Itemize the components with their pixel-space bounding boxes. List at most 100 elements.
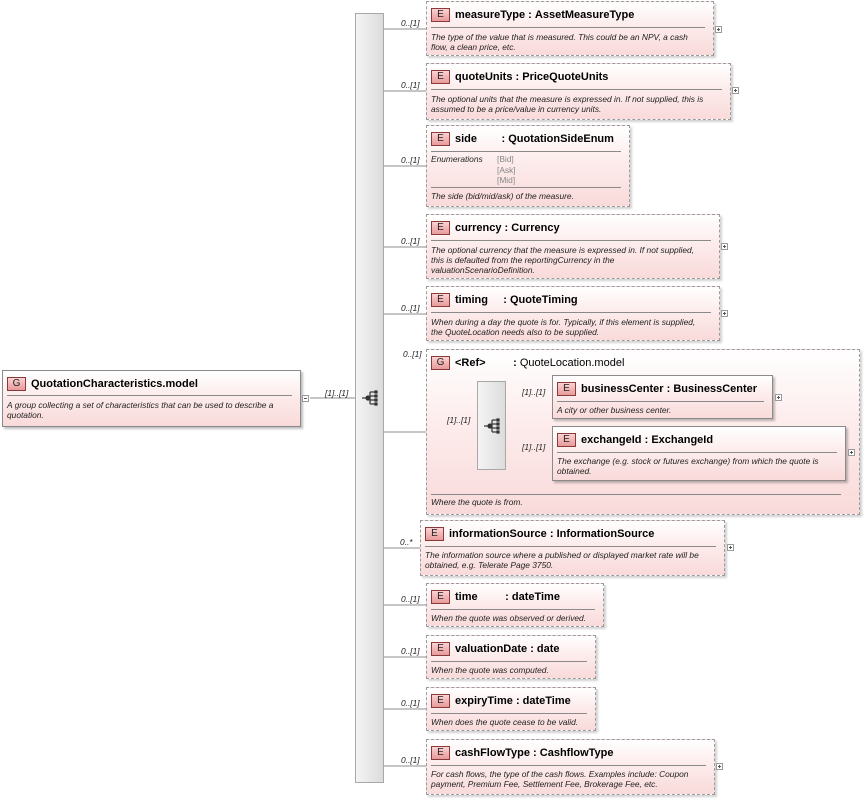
divider [431, 27, 705, 28]
group-type: QuoteLocation.model [519, 356, 625, 369]
element-badge: E [557, 432, 576, 447]
element-type: PriceQuoteUnits [522, 70, 609, 83]
expand-icon[interactable] [715, 26, 722, 33]
time-cardinality: 0..[1] [401, 594, 420, 604]
information-source-cardinality: 0..* [400, 537, 413, 547]
currency-cardinality: 0..[1] [401, 236, 420, 246]
expand-icon[interactable] [732, 87, 739, 94]
element-description: For cash flows, the type of the cash flo… [431, 769, 689, 789]
element-description: When the quote was computed. [431, 665, 549, 675]
element-type: dateTime [511, 590, 560, 603]
element-badge: E [431, 292, 450, 307]
element-name: measureType [455, 8, 526, 21]
enum-value: [Mid] [497, 175, 516, 185]
element-type: dateTime [522, 694, 571, 707]
expand-icon[interactable] [727, 544, 734, 551]
measure-type-cardinality: 0..[1] [401, 18, 420, 28]
element-type: InformationSource [556, 527, 655, 540]
element-badge: E [431, 641, 450, 656]
element-name: informationSource [449, 527, 547, 540]
group-description: Where the quote is from. [431, 497, 523, 507]
element-description: The optional units that the measure is e… [431, 94, 704, 114]
root-group-name: QuotationCharacteristics.model [31, 377, 198, 390]
divider [431, 713, 587, 714]
quote-units-cardinality: 0..[1] [401, 80, 420, 90]
element-type: BusinessCenter [673, 382, 758, 395]
element-badge: E [557, 381, 576, 396]
element-badge: E [431, 69, 450, 84]
group-badge: G [7, 376, 26, 391]
element-type: QuotationSideEnum [508, 132, 614, 145]
expand-icon[interactable] [716, 763, 723, 770]
expand-icon[interactable] [775, 394, 782, 401]
element-badge: E [431, 589, 450, 604]
divider [431, 661, 587, 662]
expand-icon[interactable] [721, 243, 728, 250]
cash-flow-type-cardinality: 0..[1] [401, 755, 420, 765]
element-description: The information source where a published… [425, 550, 699, 570]
group-ref-name: <Ref> [455, 356, 486, 369]
element-name: businessCenter [581, 382, 664, 395]
divider [431, 240, 711, 241]
divider [7, 395, 292, 396]
enumerations-label: Enumerations [431, 154, 483, 164]
element-type: ExchangeId [651, 433, 714, 446]
sequence-icon [362, 390, 378, 406]
element-name: cashFlowType [455, 746, 530, 759]
group-badge: G [431, 355, 450, 370]
element-name: quoteUnits [455, 70, 513, 83]
element-type: AssetMeasureType [534, 8, 635, 21]
timing-cardinality: 0..[1] [401, 303, 420, 313]
element-type: date [536, 642, 560, 655]
element-badge: E [425, 526, 444, 541]
element-type: Currency [511, 221, 560, 234]
element-name: exchangeId [581, 433, 642, 446]
side-cardinality: 0..[1] [401, 155, 420, 165]
quote-location-cardinality: 0..[1] [403, 349, 422, 359]
element-description: When during a day the quote is for. Typi… [431, 317, 696, 337]
element-description: When does the quote cease to be valid. [431, 717, 579, 727]
expand-icon[interactable] [848, 449, 855, 456]
enumeration-values: [Bid] [Ask] [Mid] [497, 154, 516, 186]
element-badge: E [431, 693, 450, 708]
element-name: valuationDate [455, 642, 528, 655]
collapse-icon[interactable] [302, 395, 309, 402]
divider [431, 609, 595, 610]
element-description: The type of the value that is measured. … [431, 32, 688, 52]
divider [557, 401, 764, 402]
divider [431, 187, 621, 188]
element-name: timing [455, 293, 488, 306]
element-type: QuoteTiming [510, 293, 578, 306]
element-type: CashflowType [539, 746, 614, 759]
element-badge: E [431, 745, 450, 760]
expand-icon[interactable] [721, 310, 728, 317]
divider [431, 151, 621, 152]
inner-sequence-cardinality: [1]..[1] [447, 415, 471, 425]
expiry-time-cardinality: 0..[1] [401, 698, 420, 708]
element-description: The side (bid/mid/ask) of the measure. [431, 191, 574, 201]
enum-value: [Bid] [497, 154, 514, 164]
divider [425, 546, 716, 547]
element-badge: E [431, 220, 450, 235]
element-description: The exchange (e.g. stock or futures exch… [557, 456, 819, 476]
element-badge: E [431, 7, 450, 22]
sequence-icon [484, 418, 500, 434]
element-name: side [455, 132, 478, 145]
element-name: currency [455, 221, 502, 234]
business-center-cardinality: [1]..[1] [522, 387, 546, 397]
element-description: The optional currency that the measure i… [431, 245, 695, 275]
element-description: A city or other business center. [557, 405, 672, 415]
